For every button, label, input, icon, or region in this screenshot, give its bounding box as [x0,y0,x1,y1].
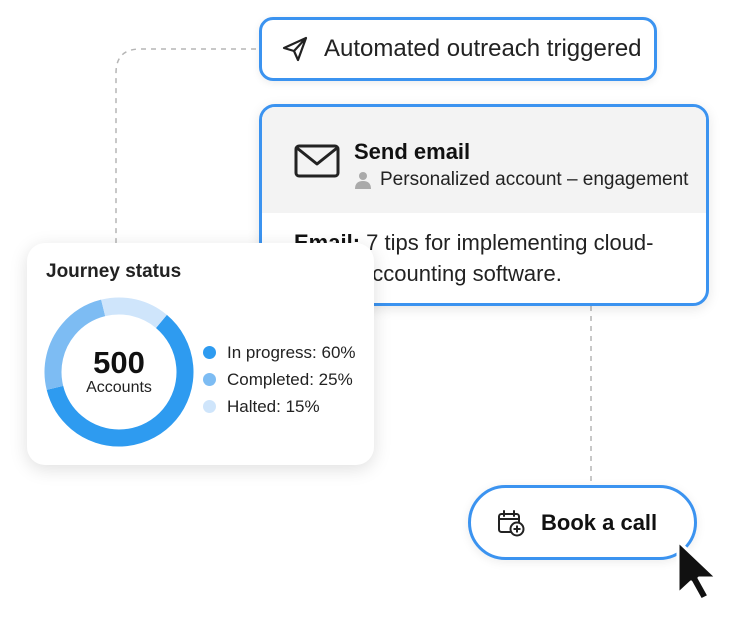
donut-segment-2 [44,297,194,447]
legend-dot-in-progress [203,346,216,359]
email-card-title: Send email [354,139,471,164]
legend-label-in-progress: In progress: 60% [227,342,356,362]
legend-dot-halted [203,400,216,413]
legend-item-completed: Completed: 25% [203,366,356,393]
donut-center: 500 Accounts [44,297,194,447]
legend-item-halted: Halted: 15% [203,393,356,420]
journey-status-card: Journey status 500 Accounts In progress:… [27,243,374,465]
email-card-header: Send email Personalized account – engage… [262,107,706,213]
journey-donut-chart [44,297,194,447]
legend-label-halted: Halted: 15% [227,396,320,416]
journey-status-title: Journey status [46,261,182,282]
trigger-label: Automated outreach triggered [324,35,642,62]
person-icon [355,172,371,189]
accounts-total: 500 [93,345,145,380]
mail-icon [294,144,340,178]
accounts-caption: Accounts [86,379,152,396]
send-icon [282,36,308,62]
book-a-call-button[interactable]: Book a call [468,485,697,560]
email-card-subtitle: Personalized account – engagement [354,169,688,191]
legend-label-completed: Completed: 25% [227,369,353,389]
legend-item-in-progress: In progress: 60% [203,339,356,366]
journey-legend: In progress: 60% Completed: 25% Halted: … [203,339,356,420]
donut-segment-1 [44,297,194,447]
legend-dot-completed [203,373,216,386]
book-a-call-label: Book a call [541,509,658,535]
calendar-add-icon [498,509,525,536]
mouse-cursor-icon [676,539,719,602]
email-card-subtitle-text: Personalized account – engagement [380,169,689,190]
trigger-card[interactable]: Automated outreach triggered [259,17,657,81]
